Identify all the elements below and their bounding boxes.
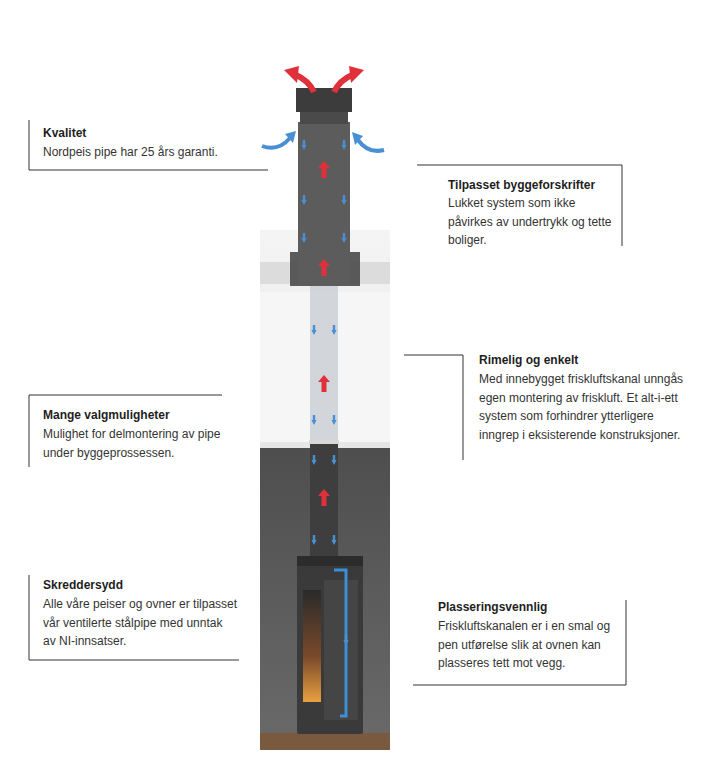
illustration-part	[29, 575, 239, 660]
illustration-part	[260, 230, 390, 450]
illustration-part	[301, 140, 306, 150]
illustration-part	[301, 195, 306, 205]
illustration-part	[284, 66, 299, 83]
illustration-part	[300, 110, 348, 124]
callout-heading: Kvalitet	[43, 125, 243, 141]
callout-text: Mulighet for delmontering av pipe under …	[43, 425, 228, 462]
illustration-part	[260, 733, 390, 750]
illustration-part	[262, 138, 290, 148]
illustration-part	[331, 415, 336, 425]
callout-heading: Mange valgmuligheter	[43, 407, 228, 423]
illustration-part	[331, 325, 336, 335]
illustration-part	[318, 259, 330, 276]
illustration-part	[311, 455, 316, 465]
callout-heading: Plasseringsvennlig	[438, 599, 622, 615]
illustration-part	[331, 455, 336, 465]
illustration-part	[296, 88, 352, 112]
callout-text: Alle våre peiser og ovner er tilpasset v…	[43, 595, 238, 651]
callout-text: Lukket system som ikke påvirkes av under…	[448, 194, 618, 250]
illustration-part	[358, 140, 384, 151]
illustration-part	[296, 75, 314, 92]
illustration-part	[309, 440, 339, 444]
callout-text: Nordpeis pipe har 25 års garanti.	[43, 143, 258, 162]
illustration-part	[311, 325, 316, 335]
illustration-part	[341, 140, 346, 150]
illustration-part	[349, 66, 364, 83]
illustration-part	[310, 442, 338, 558]
illustration-part	[334, 75, 352, 92]
illustration-part	[334, 570, 346, 716]
callout-heading: Rimelig og enkelt	[479, 352, 694, 368]
illustration-part	[301, 233, 306, 243]
illustration-part	[324, 580, 358, 720]
callout-text: Friskluftskanalen er i en smal og pen ut…	[438, 617, 622, 673]
illustration-part	[297, 556, 363, 734]
illustration-part	[298, 122, 350, 285]
callout-text: Med innebygget friskluftskanal unngås eg…	[479, 370, 694, 444]
illustration-part	[260, 448, 390, 750]
illustration-part	[404, 355, 463, 460]
illustration-part	[29, 120, 268, 170]
illustration-part	[303, 590, 321, 702]
illustration-part	[297, 556, 363, 566]
illustration-part	[331, 535, 336, 545]
illustration-part	[311, 535, 316, 545]
illustration-part	[413, 600, 626, 685]
illustration-part	[318, 161, 330, 178]
illustration-part	[318, 375, 330, 392]
illustration-part	[341, 195, 346, 205]
callout-heading: Skreddersydd	[43, 577, 238, 593]
illustration-part	[318, 489, 330, 506]
illustration-part	[298, 250, 350, 286]
illustration-part	[352, 132, 363, 145]
illustration-part	[311, 415, 316, 425]
illustration-part	[343, 635, 348, 645]
illustration-part	[310, 286, 338, 442]
illustration-part	[285, 131, 296, 143]
callout-heading: Tilpasset byggeforskrifter	[448, 177, 618, 193]
illustration-part	[341, 233, 346, 243]
